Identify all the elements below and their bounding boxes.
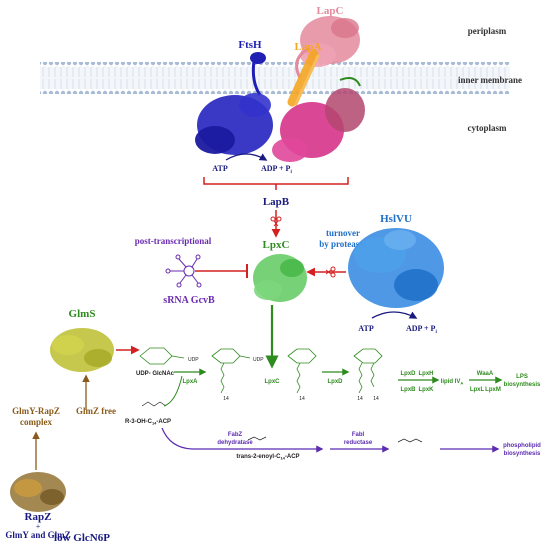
intermediate-2-structure	[287, 348, 317, 394]
trans-enoyl-acp-label: trans-2-enoyl-C14-ACP	[236, 454, 299, 461]
ftsh-atp-hydrolysis-arrow	[225, 153, 268, 161]
chain-length-4: 14	[373, 396, 379, 402]
phospholipid-biosynthesis-line1: phospholipid	[503, 443, 541, 449]
lapb-protein-structure	[272, 77, 365, 162]
lpxc-label: LpxC	[263, 239, 290, 251]
turnover-label-line1: turnover	[326, 228, 360, 238]
lpxk-label: LpxK	[419, 387, 435, 393]
lpxh-label: LpxH	[419, 371, 434, 377]
lpxd-block-label: LpxD	[401, 371, 417, 377]
plus-label: +	[36, 522, 41, 531]
glms-protein-structure	[50, 328, 114, 372]
lpxc-step-label: LpxC	[265, 379, 281, 385]
lapc-protein-structure	[295, 16, 360, 79]
lapa-protein-structure	[287, 49, 320, 107]
lapc-label: LapC	[317, 5, 344, 17]
glmy-rapz-complex-label-line2: complex	[20, 417, 52, 427]
low-glcn6p-label: low GlcN6P	[54, 532, 110, 542]
fabz-branch-arrow	[161, 427, 324, 453]
lapb-bracket	[203, 177, 349, 190]
lapb-label: LapB	[263, 196, 290, 208]
glmz-free-label: GlmZ free	[76, 406, 116, 416]
rapz-label: RapZ	[25, 511, 52, 523]
srna-gcvb-icon	[165, 254, 202, 288]
srna-gcvb-label: sRNA GcvB	[163, 295, 215, 306]
chain-length-2: 14	[299, 396, 305, 402]
inner-membrane-label: inner membrane	[458, 75, 522, 85]
rapz-protein-structure	[10, 472, 66, 512]
glmy-rapz-complex-label-line1: GlmY-RapZ	[12, 406, 60, 416]
hslvu-atp-hydrolysis-arrow	[371, 311, 418, 319]
hslvu-label: HslVU	[380, 213, 412, 225]
lpxd-label: LpxD	[328, 379, 344, 385]
lpxc-protein-structure	[253, 254, 307, 302]
glms-label: GlmS	[69, 308, 96, 320]
waaa-label: WaaA	[477, 371, 494, 377]
lpxl-label: LpxL	[470, 387, 485, 393]
r3oh-acp-label: R-3-OH-C14-ACP	[125, 419, 171, 426]
ftsh-adp-label: ADP + Pi	[261, 164, 292, 175]
hslvu-protein-structure	[348, 228, 444, 308]
lpxa-label: LpxA	[183, 379, 199, 385]
lps-biosynthesis-line1: LPS	[516, 374, 528, 380]
scissors-icon	[270, 216, 282, 227]
hslvu-adp-label: ADP + Pi	[406, 324, 437, 335]
intermediate-3-structure	[353, 348, 383, 394]
post-transcriptional-label: post-transcriptional	[135, 236, 212, 246]
turnover-label-line2: by proteases	[319, 239, 367, 249]
udp-glcnac-structure	[139, 347, 185, 365]
lpxb-label: LpxB	[401, 387, 417, 393]
chain-length-1: 14	[223, 396, 229, 402]
fabi-label-line2: reductase	[344, 440, 373, 446]
acyl-acp-structure	[397, 438, 423, 443]
udp-glcnac-label: UDP- GlcNAc	[136, 371, 175, 377]
hslvu-scissors-icon	[325, 266, 336, 278]
udp-small-2: UDP	[253, 357, 264, 363]
intermediate-1-structure	[211, 348, 251, 394]
fabi-label-line1: FabI	[352, 432, 365, 438]
phospholipid-biosynthesis-line2: biosynthesis	[504, 451, 541, 457]
r3oh-acp-join-curve	[163, 375, 183, 407]
chain-length-3: 14	[357, 396, 363, 402]
ftsh-atp-label: ATP	[212, 164, 228, 173]
cytoplasm-label: cytoplasm	[468, 123, 508, 133]
ftsh-protein-structure	[195, 52, 273, 155]
trans-enoyl-structure	[247, 436, 267, 441]
lapa-label: LapA	[295, 41, 322, 53]
fabz-label-line1: FabZ	[228, 432, 243, 438]
ftsh-label: FtsH	[238, 39, 262, 51]
fabz-label-line2: dehydratase	[217, 440, 253, 446]
udp-small-1: UDP	[188, 357, 199, 363]
lps-biosynthesis-line2: biosynthesis	[504, 382, 541, 388]
lipid-iva-label: lipid IVA	[441, 379, 464, 386]
inner-membrane-bilayer	[40, 62, 510, 94]
lpxm-label: LpxM	[485, 387, 501, 393]
r3oh-acp-structure	[141, 401, 167, 407]
hslvu-atp-label: ATP	[358, 324, 374, 333]
glmy-glmz-label: GlmY and GlmZ	[5, 530, 70, 540]
periplasm-label: periplasm	[468, 26, 507, 36]
